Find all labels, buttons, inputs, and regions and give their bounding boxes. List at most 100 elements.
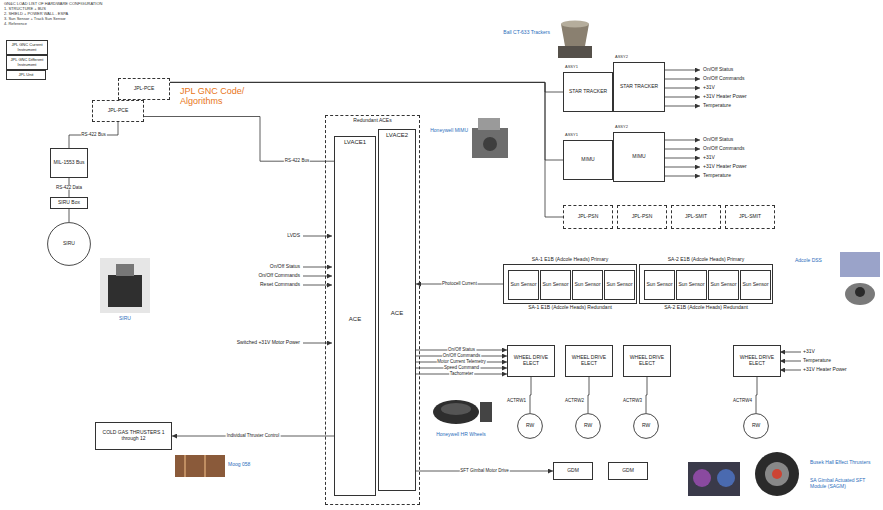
- assembly-label: ASSY2: [615, 125, 645, 130]
- signal-label: +31V Heater Power: [803, 367, 878, 373]
- node-label: JPL GNC Different Instrument: [8, 58, 46, 67]
- node-label: GDM: [567, 468, 579, 474]
- wheel-drive-box: WHEEL DRIVE ELECT: [623, 345, 671, 377]
- sun-sensor-box: Sun Sensor: [676, 270, 707, 300]
- photo-caption: Honeywell HR Wheels: [426, 432, 496, 438]
- edge-label: RS-422 Bus: [284, 159, 310, 164]
- connector: [588, 377, 589, 413]
- node-label: SIRU Box: [58, 200, 80, 206]
- node-label: STAR TRACKER: [620, 84, 658, 90]
- leader-line: [665, 176, 700, 177]
- bus-box: MIL-1553 Bus: [50, 148, 88, 178]
- edge-label: SFT Gimbal Motor Drive: [459, 469, 509, 474]
- node-label: RW: [526, 423, 534, 429]
- node-label: WHEEL DRIVE ELECT: [625, 355, 669, 367]
- node-label: JPL-PSN: [578, 214, 599, 220]
- photo-part: [717, 469, 735, 487]
- circle-shape: [744, 414, 769, 439]
- node-label: STAR TRACKER: [569, 89, 607, 95]
- leader-line: [665, 88, 700, 89]
- jpl-unit-box: JPL-SMIT: [671, 205, 721, 229]
- leader-line: [665, 106, 700, 107]
- reaction-wheel-circle: RW: [517, 413, 543, 439]
- signal-label: Switched +31V Motor Power: [180, 340, 300, 346]
- photo-part: [184, 455, 186, 477]
- edge-label: On/Off Status: [447, 348, 476, 353]
- connector: [69, 209, 70, 222]
- node-label: JPL-PSN: [632, 214, 653, 220]
- assembly-label: ASSY2: [615, 55, 645, 60]
- hall-thruster-photo: [688, 452, 799, 496]
- signal-label: On/Off Status: [220, 264, 300, 270]
- connector: [69, 122, 118, 148]
- gimbal-drive-box: GDM: [553, 462, 593, 480]
- connector: [646, 377, 647, 413]
- leader-line: [665, 140, 700, 141]
- signal-label: On/Off Status: [703, 137, 793, 143]
- reaction-wheel-circle: RW: [743, 413, 769, 439]
- edge-label: On/Off Commands: [442, 354, 481, 359]
- photo-caption: Moog 058: [228, 462, 273, 468]
- signal-label: Reset Commands: [220, 282, 300, 288]
- node-label: Sun Sensor: [574, 282, 600, 288]
- signal-label: Temperature: [703, 103, 793, 109]
- signal-label: +31V: [703, 85, 793, 91]
- photo-part: [480, 402, 492, 422]
- leader-line: [665, 79, 700, 80]
- star-tracker-photo: [558, 21, 592, 59]
- node-label: Sun Sensor: [510, 282, 536, 288]
- edge-label: RS-422 Bus: [80, 133, 106, 138]
- mimu-photo: [472, 118, 508, 158]
- signal-label: +31V Heater Power: [703, 94, 793, 100]
- leader-line: [780, 352, 801, 353]
- connector: [144, 117, 334, 162]
- leader-line: [665, 97, 700, 98]
- node-label: JPL GNC Current Instrument: [8, 43, 46, 52]
- node-sublabel: ACE: [335, 316, 375, 323]
- node-label: SA-2 E1B (Adcole Heads) Primary: [640, 257, 772, 263]
- circle-shape: [576, 414, 601, 439]
- node-label: WHEEL DRIVE ELECT: [509, 355, 553, 367]
- sun-sensor-box: Sun Sensor: [508, 270, 539, 300]
- photo-part: [204, 455, 206, 477]
- note-text: GN&C LOAD LIST OF HARDWARE CONFIGURATION: [4, 2, 224, 7]
- node-label: Sun Sensor: [646, 282, 672, 288]
- photo-caption: Ball CT-633 Trackers: [476, 30, 550, 36]
- connector: [530, 377, 531, 413]
- photo-part: [693, 469, 711, 487]
- actuator-label: ACTRW3: [612, 398, 642, 403]
- node-label: JPL Unit: [19, 73, 34, 78]
- signal-label: +31V: [703, 155, 793, 161]
- annotation: JPL GNC Code/ Algorithms: [180, 86, 265, 107]
- jpl-unit-box: JPL-PSN: [617, 205, 667, 229]
- photo-part: [478, 118, 500, 130]
- photo-part: [108, 275, 142, 307]
- reaction-wheel-circle: RW: [633, 413, 659, 439]
- photo-part: [772, 469, 782, 479]
- ace-box: LVACE1ACE: [334, 136, 376, 496]
- node-label: JPL-SMIT: [739, 214, 761, 220]
- signal-label: On/Off Commands: [220, 273, 300, 279]
- wheel-drive-box: WHEEL DRIVE ELECT: [733, 345, 781, 377]
- node-label: LVACE1: [335, 139, 375, 146]
- leader-line: [303, 343, 332, 344]
- sun-sensor-box: Sun Sensor: [708, 270, 739, 300]
- assembly-label: ASSY1: [565, 65, 595, 70]
- assembly-label: ASSY1: [565, 133, 595, 138]
- edge-label: Motor Current Telemetry: [436, 360, 486, 365]
- jpl-unit-box: JPL-SMIT: [725, 205, 775, 229]
- signal-label: +31V Heater Power: [703, 164, 793, 170]
- photo-part: [755, 452, 799, 496]
- photo-part: [472, 128, 508, 158]
- imu-circle: SIRU: [47, 222, 91, 266]
- actuator-label: ACTRW4: [722, 398, 752, 403]
- signal-label: Temperature: [803, 358, 878, 364]
- sun-sensor-group: SA-1 E1B (Adcole Heads) PrimarySA-1 E1B …: [503, 264, 637, 304]
- node-label: Sun Sensor: [678, 282, 704, 288]
- actuator-label: ACTRW1: [496, 398, 526, 403]
- sun-sensor-box: Sun Sensor: [540, 270, 571, 300]
- photo-part: [441, 403, 471, 415]
- edge-label: Speed Command: [443, 366, 480, 371]
- photo-caption: Adcole DSS: [795, 258, 837, 264]
- node-sublabel: SA-2 E1B (Adcole Heads) Redundant: [640, 305, 772, 311]
